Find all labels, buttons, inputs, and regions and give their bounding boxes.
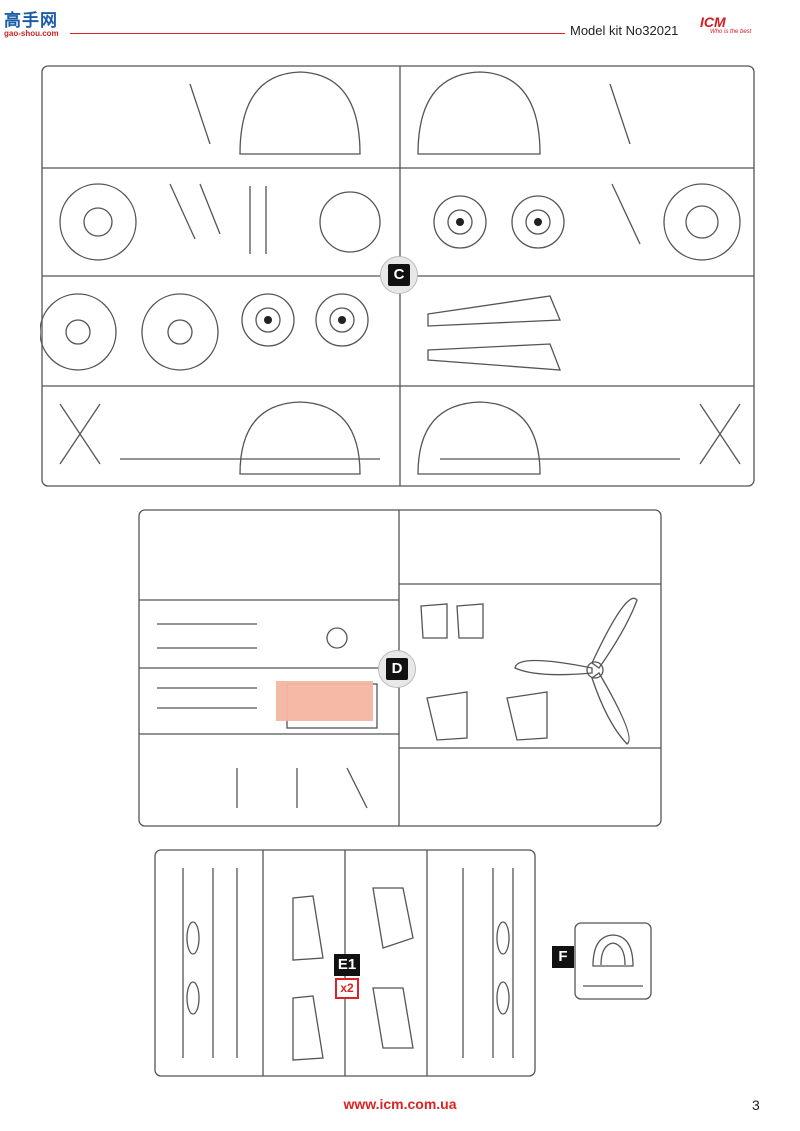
sprue-d bbox=[137, 508, 663, 828]
brand-name: ICM bbox=[700, 14, 726, 30]
sprue-e1 bbox=[153, 848, 537, 1078]
page-number: 3 bbox=[752, 1097, 760, 1113]
sprue-d-label: D bbox=[386, 658, 408, 680]
sprue-e1-drawing bbox=[154, 849, 536, 1077]
sprue-e1-label: E1 bbox=[334, 954, 360, 976]
sprue-c bbox=[40, 64, 756, 488]
sprue-d-drawing bbox=[138, 509, 662, 827]
sprue-d-badge: D bbox=[378, 650, 416, 688]
sprue-e1-multiplier: x2 bbox=[335, 978, 359, 999]
site-logo: 高手网 gao-shou.com bbox=[4, 6, 74, 40]
footer-url: www.icm.com.ua bbox=[343, 1096, 457, 1112]
site-domain: gao-shou.com bbox=[4, 29, 59, 38]
sprue-f-label: F bbox=[552, 946, 574, 968]
brand-tagline: Who is the best bbox=[710, 29, 752, 35]
sprue-f bbox=[573, 921, 653, 1001]
model-kit-number: Model kit No32021 bbox=[570, 23, 679, 38]
sprue-c-drawing bbox=[40, 65, 755, 487]
header-rule bbox=[70, 33, 565, 34]
sprue-f-drawing bbox=[574, 922, 652, 1000]
site-logo-text: 高手网 bbox=[4, 11, 58, 31]
sprue-c-badge: C bbox=[380, 256, 418, 294]
brand-logo: ICM Who is the best bbox=[700, 14, 770, 54]
highlighted-parts-area bbox=[276, 681, 373, 721]
sprue-c-label: C bbox=[388, 264, 410, 286]
